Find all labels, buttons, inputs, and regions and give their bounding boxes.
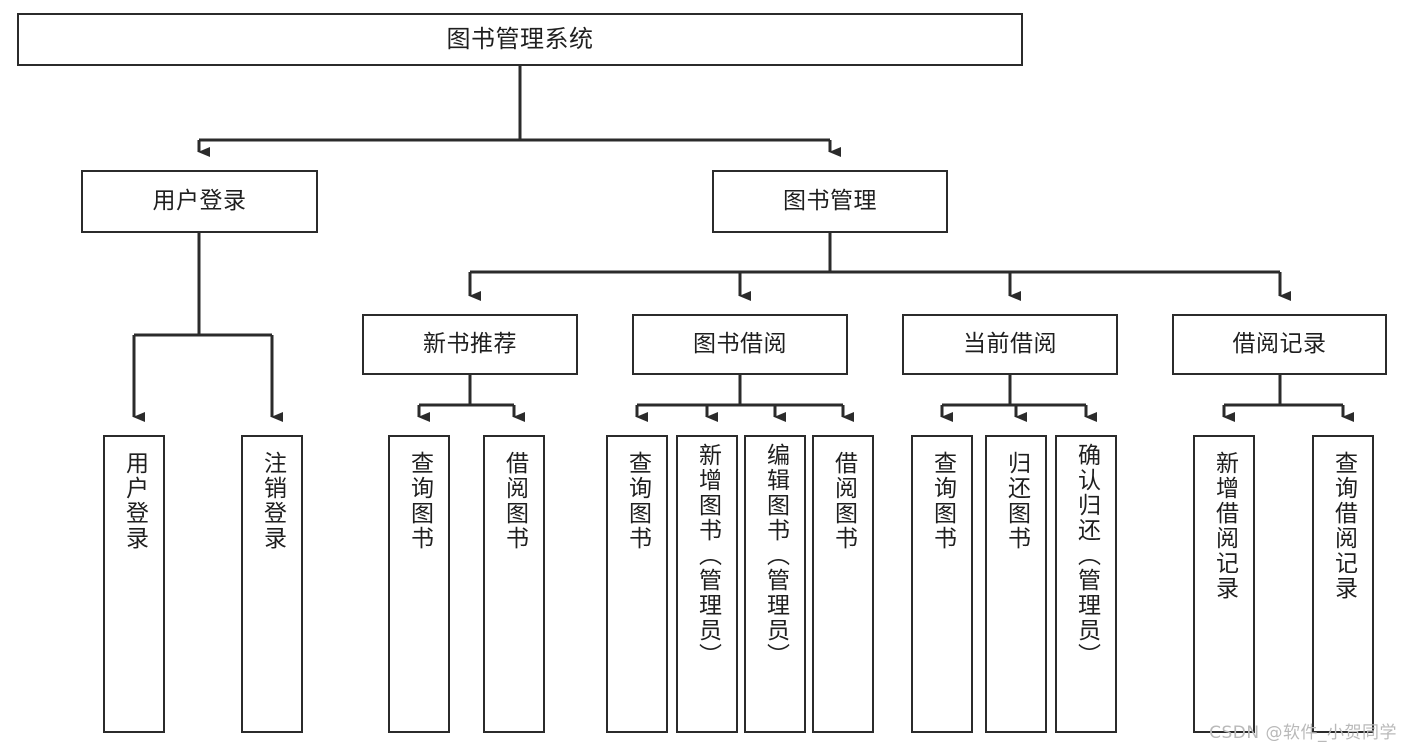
node-borrow-record-label: 借阅记录 (1232, 330, 1327, 357)
node-leaf-confirm-return[interactable]: 确认归还（管理员） (1055, 435, 1117, 733)
node-user-login[interactable]: 用户登录 (81, 170, 318, 233)
node-leaf-user-login[interactable]: 用户登录 (103, 435, 165, 733)
node-leaf-borrow-book-2-label: 借阅图书 (830, 451, 857, 551)
node-leaf-add-book-label: 新增图书（管理员） (694, 443, 721, 668)
node-leaf-add-book[interactable]: 新增图书（管理员） (676, 435, 738, 733)
node-book-manage-label: 图书管理 (783, 187, 877, 214)
node-leaf-query-book-2[interactable]: 查询图书 (606, 435, 668, 733)
node-leaf-edit-book-label: 编辑图书（管理员） (762, 443, 789, 668)
node-leaf-query-book-1-label: 查询图书 (406, 451, 433, 551)
node-borrow-record[interactable]: 借阅记录 (1172, 314, 1387, 375)
node-leaf-borrow-book-2[interactable]: 借阅图书 (812, 435, 874, 733)
node-leaf-edit-book[interactable]: 编辑图书（管理员） (744, 435, 806, 733)
node-new-book-rec[interactable]: 新书推荐 (362, 314, 578, 375)
node-leaf-query-book-3-label: 查询图书 (929, 451, 956, 551)
node-current-borrow-label: 当前借阅 (963, 330, 1057, 357)
node-leaf-borrow-book-1[interactable]: 借阅图书 (483, 435, 545, 733)
node-leaf-borrow-book-1-label: 借阅图书 (501, 451, 528, 551)
node-root[interactable]: 图书管理系统 (17, 13, 1023, 66)
node-leaf-logout-label: 注销登录 (259, 451, 286, 551)
node-book-borrow-label: 图书借阅 (693, 330, 787, 357)
node-leaf-query-book-2-label: 查询图书 (624, 451, 651, 551)
node-leaf-query-record-label: 查询借阅记录 (1330, 451, 1357, 601)
node-leaf-add-record[interactable]: 新增借阅记录 (1193, 435, 1255, 733)
node-leaf-user-login-label: 用户登录 (121, 451, 148, 551)
node-root-label: 图书管理系统 (446, 25, 594, 54)
node-leaf-return-book-label: 归还图书 (1003, 451, 1030, 551)
node-current-borrow[interactable]: 当前借阅 (902, 314, 1118, 375)
node-user-login-label: 用户登录 (152, 187, 247, 214)
node-leaf-query-record[interactable]: 查询借阅记录 (1312, 435, 1374, 733)
node-book-borrow[interactable]: 图书借阅 (632, 314, 848, 375)
watermark: CSDN @软件_小贺同学 (1209, 723, 1397, 743)
node-leaf-add-record-label: 新增借阅记录 (1211, 451, 1238, 601)
node-leaf-query-book-1[interactable]: 查询图书 (388, 435, 450, 733)
node-leaf-logout[interactable]: 注销登录 (241, 435, 303, 733)
node-book-manage[interactable]: 图书管理 (712, 170, 948, 233)
node-leaf-confirm-return-label: 确认归还（管理员） (1073, 443, 1100, 668)
node-leaf-return-book[interactable]: 归还图书 (985, 435, 1047, 733)
node-new-book-rec-label: 新书推荐 (423, 330, 517, 357)
node-leaf-query-book-3[interactable]: 查询图书 (911, 435, 973, 733)
